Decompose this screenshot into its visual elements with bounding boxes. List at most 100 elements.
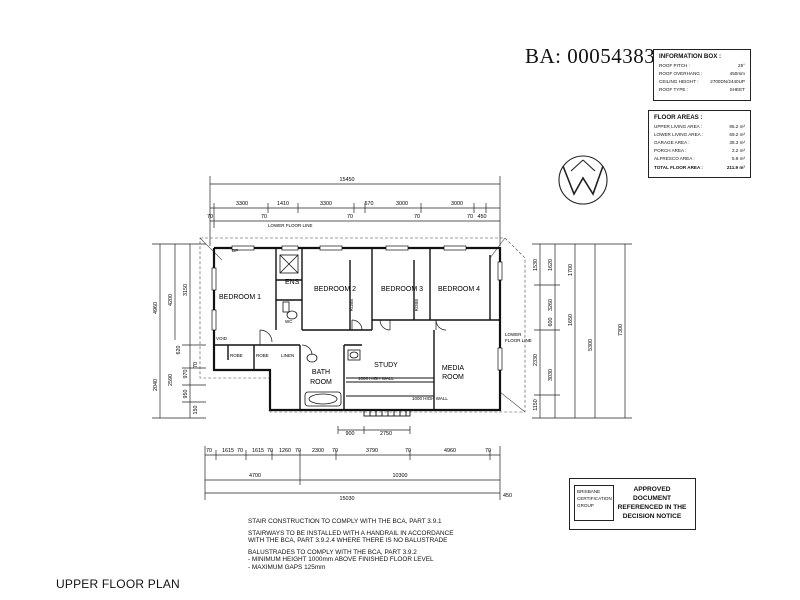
dim-top-small: 70 (414, 214, 420, 220)
dim-top: 3300 (236, 201, 248, 207)
room-label-media-2: ROOM (442, 374, 464, 381)
dim-right: 1150 (533, 399, 539, 411)
dim-left: 3150 (183, 284, 189, 296)
room-label-bedroom-3: BEDROOM 3 (381, 286, 423, 293)
info-row: ROOF PITCH :25° (659, 63, 745, 68)
dim-top-overall: 15450 (340, 177, 355, 183)
right-dimensions (532, 243, 632, 419)
room-label-study: STUDY (374, 362, 398, 369)
area-row: UPPER LIVING AREA :95.2 m² (654, 124, 745, 129)
floor-areas-title: FLOOR AREAS : (654, 114, 703, 121)
label-lower-floor-line: FLOOR LINE (505, 338, 532, 343)
dim-left: 950 (183, 390, 189, 399)
label-void: VOID (216, 336, 228, 341)
dim-bottom: 2300 (312, 448, 324, 454)
note: STAIR CONSTRUCTION TO COMPLY WITH THE BC… (248, 518, 442, 525)
dim-right: 1530 (533, 259, 539, 271)
dim-left: 4200 (168, 294, 174, 306)
dim-bottom: 70 (295, 448, 301, 454)
bottom-dimensions (204, 446, 501, 500)
label-robe: ROBE (230, 353, 243, 358)
dim-left: 2590 (168, 374, 174, 386)
windows (211, 245, 503, 371)
information-box-title: INFORMATION BOX : (659, 53, 722, 60)
plan-title: UPPER FLOOR PLAN (56, 577, 180, 591)
dim-bottom: 70 (485, 448, 491, 454)
certification-group-logo: BRISBANE CERTIFICATION GROUP (574, 485, 614, 521)
dim-bottom-overall: 15030 (340, 496, 355, 502)
room-label-bedroom-4: BEDROOM 4 (438, 286, 480, 293)
label-high-wall: 1000 HIGH WALL (412, 396, 448, 401)
dim-right: 1700 (568, 264, 574, 276)
dim-top: 3300 (320, 201, 332, 207)
dim-stair: 2750 (380, 431, 392, 437)
approved-document-text: APPROVED DOCUMENT REFERENCED IN THE DECI… (617, 486, 687, 520)
dim-bottom-2: 4700 (249, 473, 261, 479)
dim-top-small: 70 (261, 214, 267, 220)
construction-notes: STAIR CONSTRUCTION TO COMPLY WITH THE BC… (248, 518, 568, 576)
dim-right: 1620 (548, 259, 554, 271)
outer-walls (212, 246, 502, 412)
dim-bottom: 4960 (444, 448, 456, 454)
dim-top-small: 70 (207, 214, 213, 220)
note: STAIRWAYS TO BE INSTALLED WITH A HANDRAI… (248, 529, 454, 545)
room-label-bath-2: ROOM (310, 379, 332, 386)
information-box: INFORMATION BOX : ROOF PITCH :25° ROOF O… (653, 49, 751, 101)
room-label-bath: BATH (312, 369, 330, 376)
dim-bottom: 1615 (222, 448, 234, 454)
dim-bottom: 1615 (252, 448, 264, 454)
room-label-bedroom-1: BEDROOM 1 (219, 294, 261, 301)
room-label-bedroom-2: BEDROOM 2 (314, 286, 356, 293)
dim-left: 150 (193, 406, 199, 415)
info-row: ROOF TYPE :SHEET (659, 87, 745, 92)
dim-bottom-small: 450 (503, 493, 512, 499)
label-high-wall: 1000 HIGH WALL (358, 376, 394, 381)
dim-left: 2040 (153, 379, 159, 391)
label-dp: DP (232, 248, 238, 253)
label-lower-floor-line: LOWER FLOOR LINE (268, 223, 313, 228)
dim-top: 570 (365, 201, 374, 207)
dim-left: 620 (176, 346, 182, 355)
dim-bottom: 1260 (279, 448, 291, 454)
left-dimensions (152, 243, 206, 419)
info-row: ROOF OVERHANG :450mm (659, 71, 745, 76)
dim-bottom-2: 10300 (393, 473, 408, 479)
dim-stair: 900 (346, 431, 355, 437)
dim-left: 970 (183, 370, 189, 379)
approval-stamp: BRISBANE CERTIFICATION GROUP APPROVED DO… (569, 478, 696, 530)
dim-bottom: 70 (405, 448, 411, 454)
north-arrow-icon (558, 155, 608, 205)
ba-number: BA: 00054383 (525, 44, 656, 68)
top-dimensions (209, 176, 501, 246)
dim-top-small: 70 (347, 214, 353, 220)
room-label-media: MEDIA (442, 365, 465, 372)
dim-right: 5300 (588, 339, 594, 351)
area-row: GARAGE AREA :38.3 m² (654, 140, 745, 145)
dim-bottom: 70 (206, 448, 212, 454)
dim-right: 2330 (533, 354, 539, 366)
dim-left: 4960 (153, 302, 159, 314)
internal-walls (214, 248, 500, 410)
label-linen: LINEN (281, 353, 294, 358)
dim-top: 3000 (451, 201, 463, 207)
dim-top-small: 70 (467, 214, 473, 220)
dim-bottom: 70 (267, 448, 273, 454)
dim-right: 7300 (618, 324, 624, 336)
dim-top: 1410 (277, 201, 289, 207)
label-wc: WC (285, 319, 293, 324)
door-swings (259, 319, 447, 356)
note: BALUSTRADES TO COMPLY WITH THE BCA, PART… (248, 548, 434, 571)
floor-areas-box: FLOOR AREAS : UPPER LIVING AREA :95.2 m²… (648, 110, 751, 178)
label-robe: ROBE (349, 299, 354, 312)
dim-bottom: 70 (332, 448, 338, 454)
dim-top: 3000 (396, 201, 408, 207)
roof-outline (199, 237, 526, 413)
area-row: LOWER LIVING AREA :69.2 m² (654, 132, 745, 137)
dim-bottom: 70 (237, 448, 243, 454)
label-lower-floor-line: LOWER (505, 332, 522, 337)
dim-right: 600 (548, 318, 554, 327)
dim-right: 3260 (548, 299, 554, 311)
info-row: CEILING HEIGHT :2700DN/2440UP (659, 79, 745, 84)
area-row-total: TOTAL FLOOR AREA :211.9 m² (654, 165, 745, 170)
